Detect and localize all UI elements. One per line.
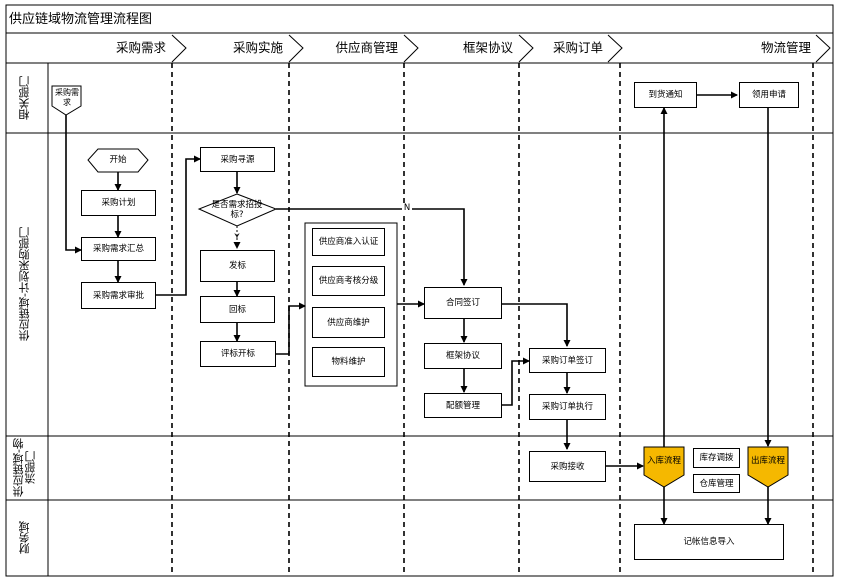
requisition-node: 领用申请 <box>739 82 799 108</box>
phase-purchase-order: 采购订单 <box>552 40 603 55</box>
inbound-process-shape <box>643 446 685 488</box>
lane-logistics-dept: 供应链域-物流部门 <box>12 438 37 498</box>
bid-decision-label: 是否需求招投标? <box>211 200 263 220</box>
start-shape <box>87 148 149 173</box>
po-execute-node: 采购订单执行 <box>529 394 606 420</box>
bid-return-node: 回标 <box>200 296 275 323</box>
warehouse-mgmt-node: 仓库管理 <box>693 474 740 493</box>
material-maintain-node: 物料维护 <box>312 347 385 377</box>
phase-logistics: 物流管理 <box>760 40 811 55</box>
connectors <box>65 91 772 525</box>
accounting-import-node: 记帐信息导入 <box>634 524 784 560</box>
stock-adjust-node: 库存调拨 <box>693 448 740 468</box>
contract-sign-node: 合同签订 <box>424 287 502 319</box>
sourcing-node: 采购寻源 <box>200 147 275 172</box>
phase-supplier-mgmt: 供应商管理 <box>335 40 398 55</box>
phase-purchase-need: 采购需求 <box>115 40 166 55</box>
lane-planning-procurement: 供应链域-计划采购部门 <box>18 227 31 342</box>
supplier-rating-node: 供应商考核分级 <box>312 266 385 296</box>
po-sign-node: 采购订单签订 <box>529 348 606 373</box>
supplier-access-node: 供应商准入认证 <box>312 228 385 256</box>
inbound-process-label: 入库流程 <box>646 456 681 466</box>
bid-evaluation-node: 评标开标 <box>200 341 276 367</box>
lane-related-dept: 相关部门 <box>18 76 31 120</box>
need-approval-node: 采购需求审批 <box>81 282 156 309</box>
frame <box>5 4 834 577</box>
shapes <box>51 85 789 488</box>
po-receive-node: 采购接收 <box>529 451 606 482</box>
purchase-plan-node: 采购计划 <box>81 190 156 216</box>
need-summary-node: 采购需求汇总 <box>81 237 156 261</box>
bid-issue-node: 发标 <box>200 250 275 282</box>
phase-chevrons <box>171 34 831 63</box>
quota-mgmt-node: 配额管理 <box>424 393 502 418</box>
purchase-need-doc-shape <box>51 85 82 116</box>
diagram-title: 供应链域物流管理流程图 <box>9 12 153 27</box>
start-label: 开始 <box>109 155 127 165</box>
supplier-maintain-node: 供应商维护 <box>312 307 385 338</box>
branch-yes-label: Y <box>234 233 240 243</box>
purchase-need-doc-label: 采购需求 <box>55 88 79 107</box>
phase-framework: 框架协议 <box>462 40 513 55</box>
outbound-process-shape <box>747 446 789 488</box>
arrival-notice-node: 到货通知 <box>634 82 697 108</box>
lane-finance: 财务域 <box>18 521 31 555</box>
branch-no-label: N <box>402 203 412 213</box>
outbound-process-label: 出库流程 <box>750 456 785 466</box>
framework-agreement-node: 框架协议 <box>424 343 502 369</box>
phase-purchase-implement: 采购实施 <box>232 40 283 55</box>
